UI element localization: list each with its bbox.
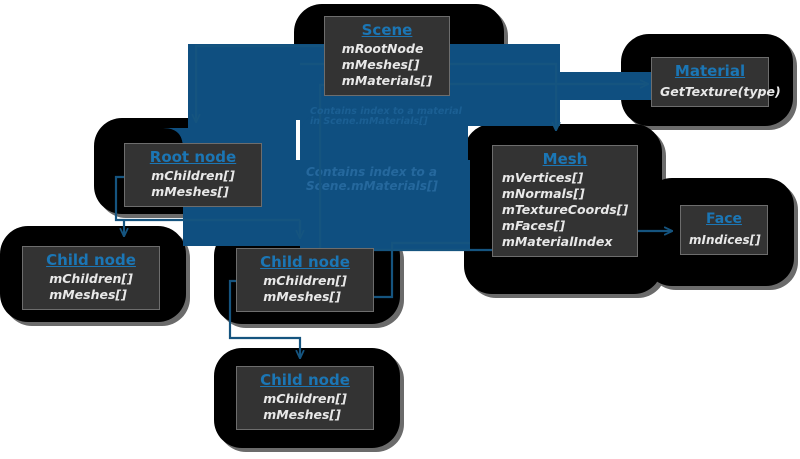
- node-mesh-field-2: mTextureCoords[]: [501, 202, 629, 217]
- node-mesh-field-3: mFaces[]: [501, 218, 566, 233]
- node-child-node-bottom-field-0: mChildren[]: [263, 391, 347, 406]
- node-child-node-left-title: Child node: [46, 251, 136, 269]
- node-child-node-middle[interactable]: Child node mChildren[] mMeshes[]: [236, 248, 374, 312]
- node-material-title: Material: [674, 62, 746, 80]
- node-child-node-middle-field-1: mMeshes[]: [263, 289, 341, 304]
- node-face-field-0: mIndices[]: [689, 233, 761, 247]
- material-index-note-line-2: in Scene.mMaterials[]: [310, 116, 428, 127]
- node-child-node-left-field-1: mMeshes[]: [49, 287, 127, 302]
- node-child-node-left[interactable]: Child node mChildren[] mMeshes[]: [22, 246, 160, 310]
- node-mesh-field-4: mMaterialIndex: [501, 234, 613, 249]
- node-child-node-bottom[interactable]: Child node mChildren[] mMeshes[]: [236, 366, 374, 430]
- node-child-node-bottom-title: Child node: [260, 371, 350, 389]
- node-scene-field-0: mRootNode: [341, 41, 424, 56]
- node-root-node-field-1: mMeshes[]: [151, 184, 229, 199]
- node-scene-field-2: mMaterials[]: [341, 73, 433, 88]
- node-scene-field-1: mMeshes[]: [341, 57, 420, 72]
- node-scene-title: Scene: [361, 21, 413, 39]
- node-face[interactable]: Face mIndices[]: [680, 205, 768, 255]
- node-mesh[interactable]: Mesh mVertices[] mNormals[] mTextureCoor…: [492, 145, 638, 257]
- node-mesh-field-1: mNormals[]: [501, 186, 585, 201]
- node-child-node-middle-field-0: mChildren[]: [263, 273, 347, 288]
- edge-scene-mesh: [400, 62, 556, 130]
- node-scene[interactable]: Scene mRootNode mMeshes[] mMaterials[]: [324, 16, 450, 96]
- node-root-node[interactable]: Root node mChildren[] mMeshes[]: [124, 143, 262, 207]
- node-child-node-middle-title: Child node: [260, 253, 350, 271]
- node-mesh-field-0: mVertices[]: [501, 170, 584, 185]
- node-face-title: Face: [706, 211, 742, 227]
- ghost-note-line-1: Contains index to a: [306, 165, 437, 179]
- edge-scene-rootnode: [196, 44, 330, 122]
- node-root-node-field-0: mChildren[]: [151, 168, 235, 183]
- node-mesh-title: Mesh: [542, 150, 588, 168]
- node-child-node-bottom-field-1: mMeshes[]: [263, 407, 341, 422]
- node-root-node-title: Root node: [149, 148, 237, 166]
- ghost-note-line-2: Scene.mMaterials[]: [306, 179, 438, 193]
- material-index-note-line-1: Contains index to a material: [310, 106, 462, 117]
- node-material[interactable]: Material GetTexture(type): [651, 57, 781, 107]
- node-child-node-left-field-0: mChildren[]: [49, 271, 133, 286]
- node-material-field-0: GetTexture(type): [660, 84, 781, 99]
